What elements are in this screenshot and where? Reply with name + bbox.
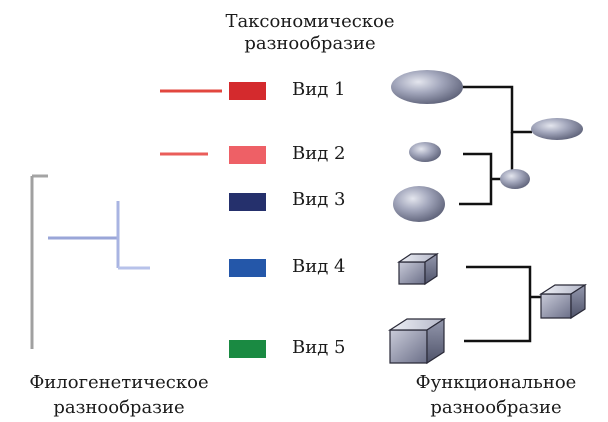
species-markers [229,82,266,358]
ellipse-node-top [531,118,583,140]
connector-species-1 [462,85,532,134]
taxonomic-title-line-2: разнообразие [244,33,376,54]
species-4-label: Вид 4 [292,256,346,277]
species-4-marker [229,259,266,277]
species-2-marker [229,146,266,164]
phylogenetic-title-line-2: разнообразие [53,397,185,418]
ellipse-species-2 [409,142,441,162]
cube-node-4-5 [538,283,588,320]
phylogenetic-title-line-1: Филогенетическое [29,372,209,393]
ellipse-species-1 [391,70,463,104]
ellipse-node-2-3 [500,169,530,189]
cube-species-5 [387,317,447,365]
species-2-label: Вид 2 [292,143,346,164]
functional-title-line-2: разнообразие [430,397,562,418]
ellipse-species-3 [393,186,445,222]
taxonomic-shapes [391,70,583,222]
phylogenetic-tree [30,89,222,351]
species-1-marker [229,82,266,100]
functional-title-line-1: Функциональное [415,372,577,393]
species-5-marker [229,340,266,358]
right-connectors [459,85,542,343]
species-3-marker [229,193,266,211]
species-5-label: Вид 5 [292,337,346,358]
taxonomic-title-line-1: Таксономическое [225,11,395,32]
connector-species-2-3 [459,152,493,206]
connector-species-4-5 [464,265,532,343]
species-3-label: Вид 3 [292,189,346,210]
cube-species-4 [397,252,439,286]
species-1-label: Вид 1 [292,79,346,100]
